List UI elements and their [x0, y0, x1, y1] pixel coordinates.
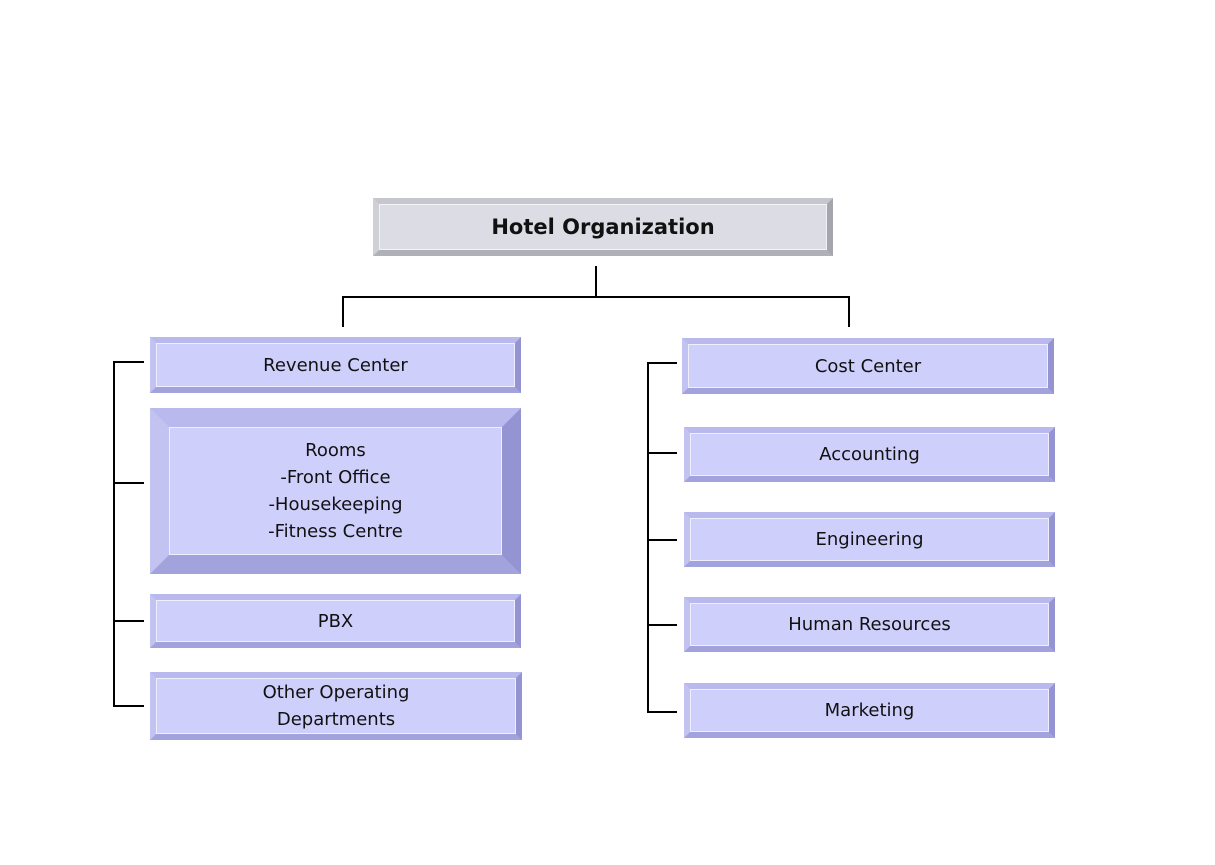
right-bracket-tick-marketing	[647, 711, 677, 713]
right-bracket-tick-accounting	[647, 452, 677, 454]
root-label: Hotel Organization	[379, 204, 827, 250]
rooms-title: Rooms	[305, 440, 366, 461]
marketing-label: Marketing	[690, 689, 1049, 732]
revenue-center-label: Revenue Center	[156, 343, 515, 387]
human-resources-node: Human Resources	[684, 597, 1055, 652]
right-bracket-tick-hr	[647, 624, 677, 626]
rooms-node: Rooms -Front Office -Housekeeping -Fitne…	[150, 408, 521, 574]
marketing-node: Marketing	[684, 683, 1055, 738]
accounting-node: Accounting	[684, 427, 1055, 482]
rooms-item-fitness-centre: -Fitness Centre	[268, 521, 403, 542]
right-bracket-vertical	[647, 362, 649, 713]
left-bracket-vertical	[113, 361, 115, 707]
pbx-node: PBX	[150, 594, 521, 648]
rooms-text: Rooms -Front Office -Housekeeping -Fitne…	[169, 427, 502, 555]
connector-right-drop	[848, 296, 850, 327]
cost-center-node: Cost Center	[682, 338, 1054, 394]
rooms-item-front-office: -Front Office	[280, 467, 391, 488]
revenue-center-node: Revenue Center	[150, 337, 521, 393]
engineering-label: Engineering	[690, 518, 1049, 561]
right-bracket-tick-engineering	[647, 539, 677, 541]
left-bracket-tick-pbx	[113, 620, 144, 622]
right-bracket-tick-cost	[647, 362, 677, 364]
rooms-item-housekeeping: -Housekeeping	[268, 494, 403, 515]
root-node: Hotel Organization	[373, 198, 833, 256]
connector-horizontal-bar	[342, 296, 850, 298]
other-operating-departments-node: Other Operating Departments	[150, 672, 522, 740]
left-bracket-tick-rooms	[113, 482, 144, 484]
left-bracket-tick-revenue	[113, 361, 144, 363]
engineering-node: Engineering	[684, 512, 1055, 567]
human-resources-label: Human Resources	[690, 603, 1049, 646]
connector-root-down	[595, 266, 597, 298]
cost-center-label: Cost Center	[688, 344, 1048, 388]
accounting-label: Accounting	[690, 433, 1049, 476]
other-operating-departments-label: Other Operating Departments	[156, 678, 516, 734]
connector-left-drop	[342, 296, 344, 327]
left-bracket-tick-other	[113, 705, 144, 707]
pbx-label: PBX	[156, 600, 515, 642]
